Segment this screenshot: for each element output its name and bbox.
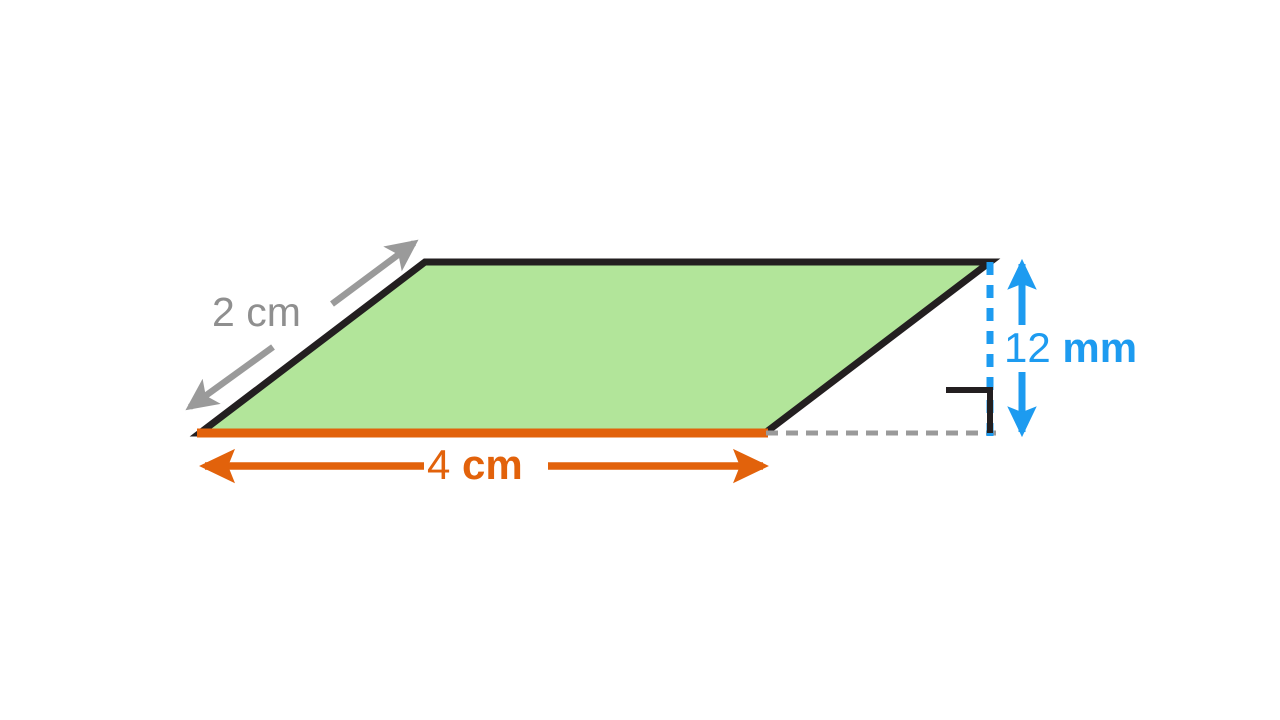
base-length-unit: cm xyxy=(462,441,523,488)
slant-dimension-arrow-upper xyxy=(330,239,419,307)
slant-length-value: 2 xyxy=(212,289,235,335)
height-length-value: 12 xyxy=(1004,324,1051,371)
base-length-value: 4 xyxy=(427,441,451,488)
slant-length-unit: cm xyxy=(246,289,301,335)
height-length-unit: mm xyxy=(1062,324,1138,371)
base-length-label: 4 cm xyxy=(427,444,523,486)
parallelogram-shape xyxy=(189,258,1001,437)
right-angle-marker-icon xyxy=(946,387,993,433)
slant-dimension-arrow-lower xyxy=(185,344,275,411)
slant-length-label: 2 cm xyxy=(212,292,301,333)
height-length-label: 12 mm xyxy=(1004,327,1137,369)
